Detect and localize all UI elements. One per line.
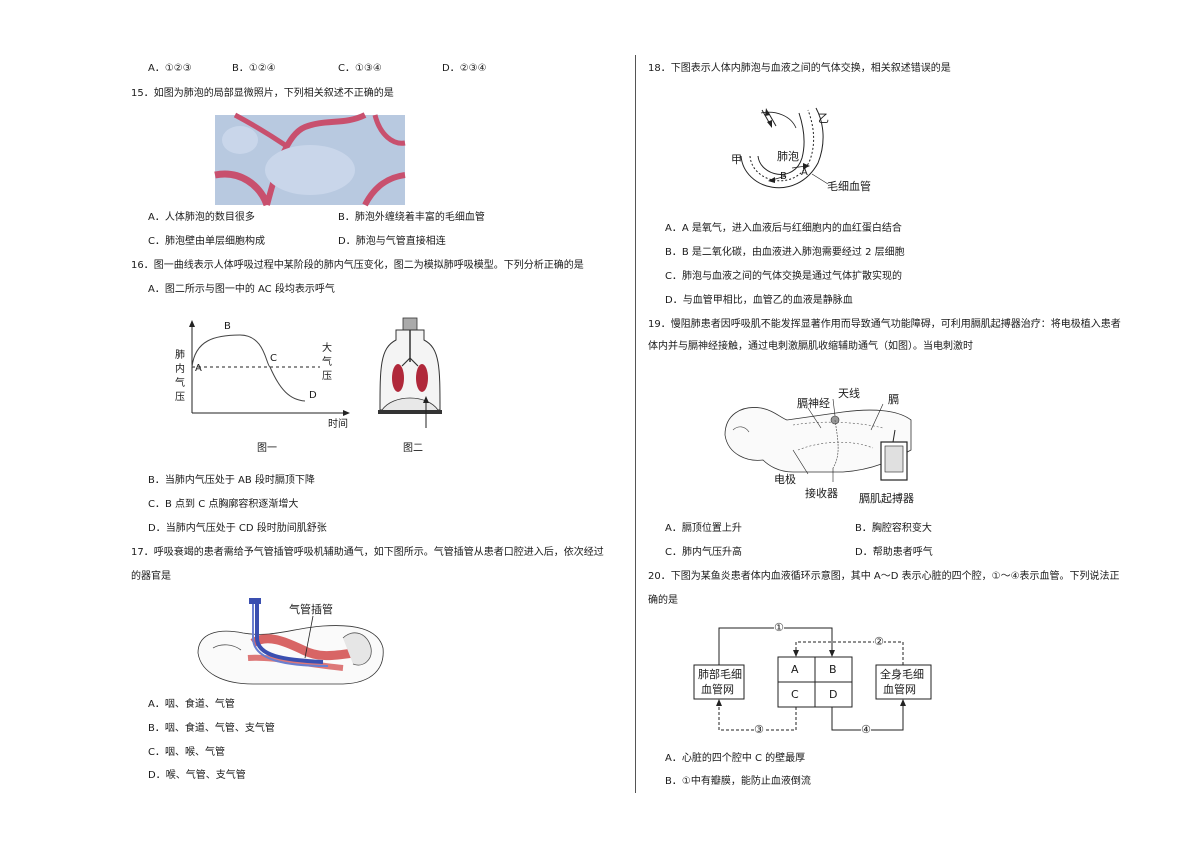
q15-option-a[interactable]: A．人体肺泡的数目很多	[148, 212, 255, 223]
q16-option-c[interactable]: C．B 点到 C 点胸廓容积逐渐增大	[148, 499, 299, 510]
q16-fig1-ylabel: 肺内气压	[175, 350, 185, 403]
q16-fig1-caption: 图一	[257, 443, 277, 454]
q16-figure1-pressure-curve	[189, 320, 350, 416]
q19-label-antenna: 天线	[838, 387, 860, 400]
q20-stem-line2: 确的是	[648, 595, 678, 606]
q18-stem: 18．下图表示人体内肺泡与血液之间的气体交换，相关叙述错误的是	[648, 63, 951, 74]
q14-option-a[interactable]: A．①②③	[148, 63, 192, 74]
q20-vessel-1: ①	[774, 621, 784, 634]
q16-fig1-xlabel: 时间	[328, 419, 348, 430]
q19-option-a[interactable]: A．膈顶位置上升	[665, 523, 742, 534]
q20-vessel-3: ③	[754, 723, 764, 736]
q20-stem-line1: 20．下图为某鱼炎患者体内血液循环示意图，其中 A～D 表示心脏的四个腔，①～④…	[648, 571, 1120, 582]
q15-option-b[interactable]: B．肺泡外缠绕着丰富的毛细血管	[338, 212, 485, 223]
q18-option-c[interactable]: C．肺泡与血液之间的气体交换是通过气体扩散实现的	[665, 271, 902, 282]
q20-circulation-diagram	[693, 623, 932, 735]
q19-label-receiver: 接收器	[805, 487, 838, 500]
q20-chamber-a: A	[791, 663, 799, 676]
q16-option-a[interactable]: A．图二所示与图一中的 AC 段均表示呼气	[148, 284, 335, 295]
q20-body-label-2: 血管网	[883, 683, 916, 696]
q20-lung-label-1: 肺部毛细	[698, 668, 742, 681]
left-column: A．①②③ B．①②④ C．①③④ D．②③④ 15．如图为肺泡的局部显微照片，…	[131, 63, 604, 781]
q17-stem-line2: 的器官是	[131, 571, 171, 582]
q16-fig2-caption: 图二	[403, 443, 423, 454]
q16-fig1-point-b: B	[224, 321, 231, 332]
q19-stem-line1: 19．慢阻肺患者因呼吸肌不能发挥显著作用而导致通气功能障碍，可利用膈肌起搏器治疗…	[648, 319, 1121, 330]
q15-option-c[interactable]: C．肺泡壁由单层细胞构成	[148, 236, 265, 247]
q17-option-a[interactable]: A．咽、食道、气管	[148, 699, 235, 710]
q19-label-pacer: 膈肌起搏器	[859, 492, 914, 505]
q18-option-a[interactable]: A．A 是氧气，进入血液后与红细胞内的血红蛋白结合	[665, 223, 902, 234]
q17-option-d[interactable]: D．喉、气管、支气管	[148, 770, 246, 781]
q16-figure2-bell-jar-model	[378, 317, 442, 428]
q16-fig1-point-a: A	[195, 363, 202, 374]
q16-stem: 16．图一曲线表示人体呼吸过程中某阶段的肺内气压变化，图二为模拟肺呼吸模型。下列…	[131, 260, 584, 271]
q20-body-label-1: 全身毛细	[880, 668, 924, 681]
q19-label-diaphragm: 膈	[888, 393, 899, 406]
q20-vessel-4: ④	[861, 723, 871, 736]
alveolus-micrograph	[214, 112, 406, 207]
q14-option-b[interactable]: B．①②④	[232, 63, 276, 74]
q20-option-b[interactable]: B．①中有瓣膜，能防止血液倒流	[665, 776, 811, 787]
q19-option-c[interactable]: C．肺内气压升高	[665, 547, 742, 558]
q20-chamber-b: B	[829, 663, 837, 676]
q20-option-a[interactable]: A．心脏的四个腔中 C 的壁最厚	[665, 753, 806, 764]
q19-option-d[interactable]: D．帮助患者呼气	[855, 547, 933, 558]
q18-label-capillary: 毛细血管	[827, 180, 871, 193]
q17-option-c[interactable]: C．咽、喉、气管	[148, 747, 225, 758]
q16-option-d[interactable]: D．当肺内气压处于 CD 段时肋间肌舒张	[148, 523, 327, 534]
q15-stem: 15．如图为肺泡的局部显微照片，下列相关叙述不正确的是	[131, 88, 394, 99]
q20-lung-label-2: 血管网	[701, 683, 734, 696]
q16-fig1-point-c: C	[270, 353, 277, 364]
q19-stem-line2: 体内并与膈神经接触，通过电刺激膈肌收缩辅助通气（如图）。当电刺激时	[648, 341, 973, 352]
q18-option-b[interactable]: B．B 是二氧化碳，由血液进入肺泡需要经过 2 层细胞	[665, 247, 905, 258]
q19-diaphragm-pacer-figure	[724, 398, 912, 482]
q14-option-c[interactable]: C．①③④	[338, 63, 382, 74]
q17-tube-label: 气管插管	[289, 603, 333, 616]
q16-fig1-ref-label: 大气压	[322, 343, 332, 382]
q18-label-yi: 乙	[818, 112, 829, 125]
column-divider	[635, 55, 636, 793]
q16-option-b[interactable]: B．当肺内气压处于 AB 段时膈顶下降	[148, 475, 315, 486]
q17-option-b[interactable]: B．咽、食道、气管、支气管	[148, 723, 275, 734]
q19-label-nerve: 膈神经	[797, 397, 830, 410]
q17-stem-line1: 17．呼吸衰竭的患者需给予气管插管呼吸机辅助通气，如下图所示。气管插管从患者口腔…	[131, 547, 604, 558]
q19-label-electrode: 电极	[774, 473, 796, 486]
q14-option-d[interactable]: D．②③④	[442, 63, 487, 74]
q18-gas-exchange-figure	[740, 107, 829, 189]
q20-vessel-2: ②	[874, 635, 884, 648]
q18-label-b: B	[780, 171, 787, 182]
q18-label-alveolus: 肺泡	[777, 150, 799, 163]
q16-fig1-point-d: D	[309, 390, 317, 401]
q18-label-jia: 甲	[731, 153, 742, 166]
right-column: 18．下图表示人体内肺泡与血液之间的气体交换，相关叙述错误的是 甲 乙 肺泡 A…	[637, 0, 1200, 849]
q20-chamber-d: D	[829, 688, 838, 701]
q18-label-a: A	[801, 167, 808, 178]
q20-chamber-c: C	[791, 688, 799, 701]
q15-option-d[interactable]: D．肺泡与气管直接相连	[338, 236, 446, 247]
q19-option-b[interactable]: B．胸腔容积变大	[855, 523, 932, 534]
q18-option-d[interactable]: D．与血管甲相比，血管乙的血液是静脉血	[665, 295, 853, 306]
q17-intubation-figure	[197, 598, 384, 685]
